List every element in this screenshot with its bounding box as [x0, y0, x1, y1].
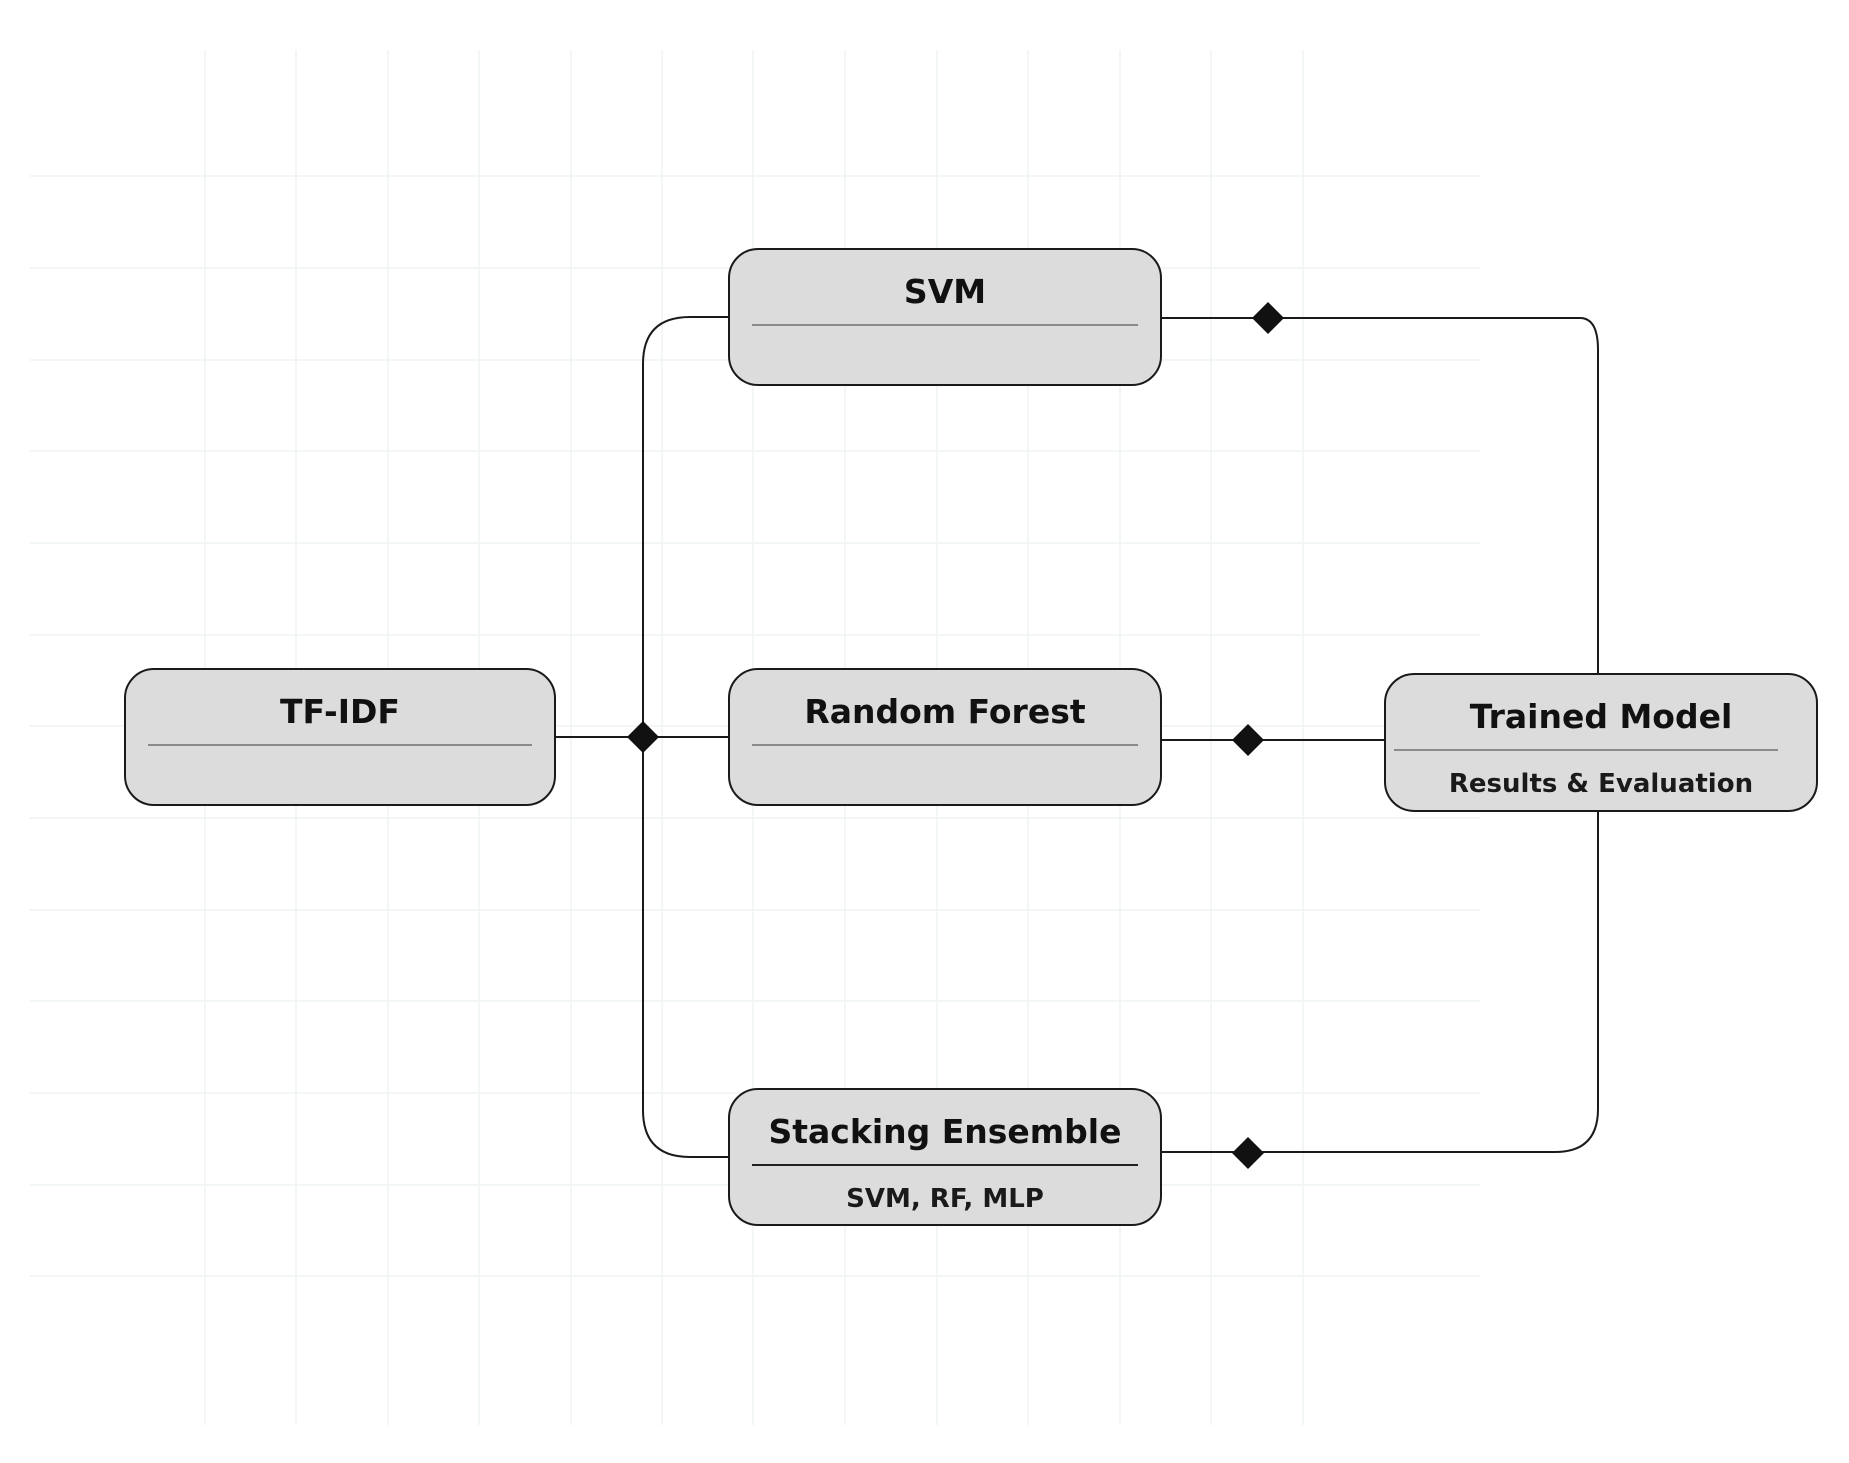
random-forest-output-diamond	[1232, 724, 1264, 756]
node-subtitle: SVM, RF, MLP	[846, 1184, 1044, 1214]
stacking-ensemble-node: Stacking Ensemble SVM, RF, MLP	[728, 1088, 1162, 1226]
node-divider	[752, 1164, 1138, 1166]
svm-output-diamond	[1252, 302, 1284, 334]
svm-node: SVM	[728, 248, 1162, 386]
random-forest-node: Random Forest	[728, 668, 1162, 806]
tfidf-node: TF-IDF	[124, 668, 556, 806]
connectors	[556, 302, 1599, 1169]
junction-diamond	[627, 721, 659, 753]
node-title: Random Forest	[804, 692, 1086, 731]
connector-svm-trained-model	[1162, 317, 1599, 675]
connector-stacking-trained-model	[1162, 810, 1599, 1153]
node-title: Trained Model	[1469, 697, 1733, 736]
node-divider	[752, 324, 1138, 326]
node-divider	[148, 744, 532, 746]
trained-model-node: Trained Model Results & Evaluation	[1384, 673, 1818, 812]
node-title: SVM	[903, 272, 987, 311]
node-title: Stacking Ensemble	[768, 1112, 1122, 1151]
node-title: TF-IDF	[280, 692, 400, 731]
node-divider	[1394, 749, 1778, 751]
connector-junction-stacking	[642, 737, 728, 1158]
node-divider	[752, 744, 1138, 746]
node-subtitle: Results & Evaluation	[1448, 769, 1754, 799]
stacking-output-diamond	[1232, 1137, 1264, 1169]
connector-junction-svm	[642, 316, 728, 737]
